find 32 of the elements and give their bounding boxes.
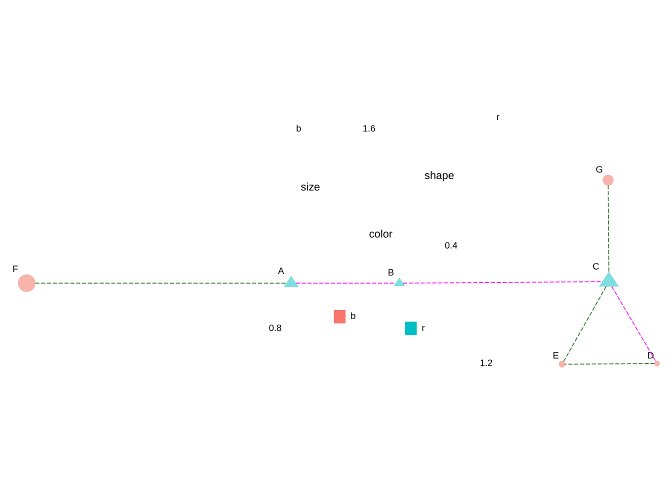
node-triangle xyxy=(394,276,406,286)
connector xyxy=(34,282,287,284)
label: shape xyxy=(424,169,454,182)
legend-label: b xyxy=(296,122,302,133)
connector xyxy=(295,282,396,284)
node-label: F xyxy=(12,264,18,274)
legend-label: 0.8 xyxy=(268,322,282,332)
node-label: B xyxy=(388,267,394,277)
node-circle xyxy=(654,360,660,366)
connector xyxy=(402,280,603,284)
legend-label: 1.2 xyxy=(480,357,493,368)
label: color xyxy=(368,228,393,240)
node-triangle xyxy=(598,271,619,286)
legend-label: 0.4 xyxy=(444,240,458,250)
node-label: C xyxy=(592,261,600,272)
node-triangle xyxy=(284,275,299,286)
node-circle xyxy=(602,174,614,186)
connector xyxy=(564,362,655,364)
connector xyxy=(611,285,656,362)
legend-label: 1.6 xyxy=(362,122,376,133)
connector xyxy=(608,184,610,272)
node-label: D xyxy=(647,350,654,360)
legend-label: b xyxy=(350,310,356,321)
node-circle xyxy=(18,274,36,292)
node-label: G xyxy=(596,164,603,174)
node-circle xyxy=(558,360,566,368)
label: size xyxy=(300,181,320,194)
node-label: A xyxy=(278,265,284,276)
legend-label: r xyxy=(422,322,425,332)
node-label: E xyxy=(552,350,559,360)
legend-label: r xyxy=(496,111,500,122)
connector xyxy=(563,285,607,362)
